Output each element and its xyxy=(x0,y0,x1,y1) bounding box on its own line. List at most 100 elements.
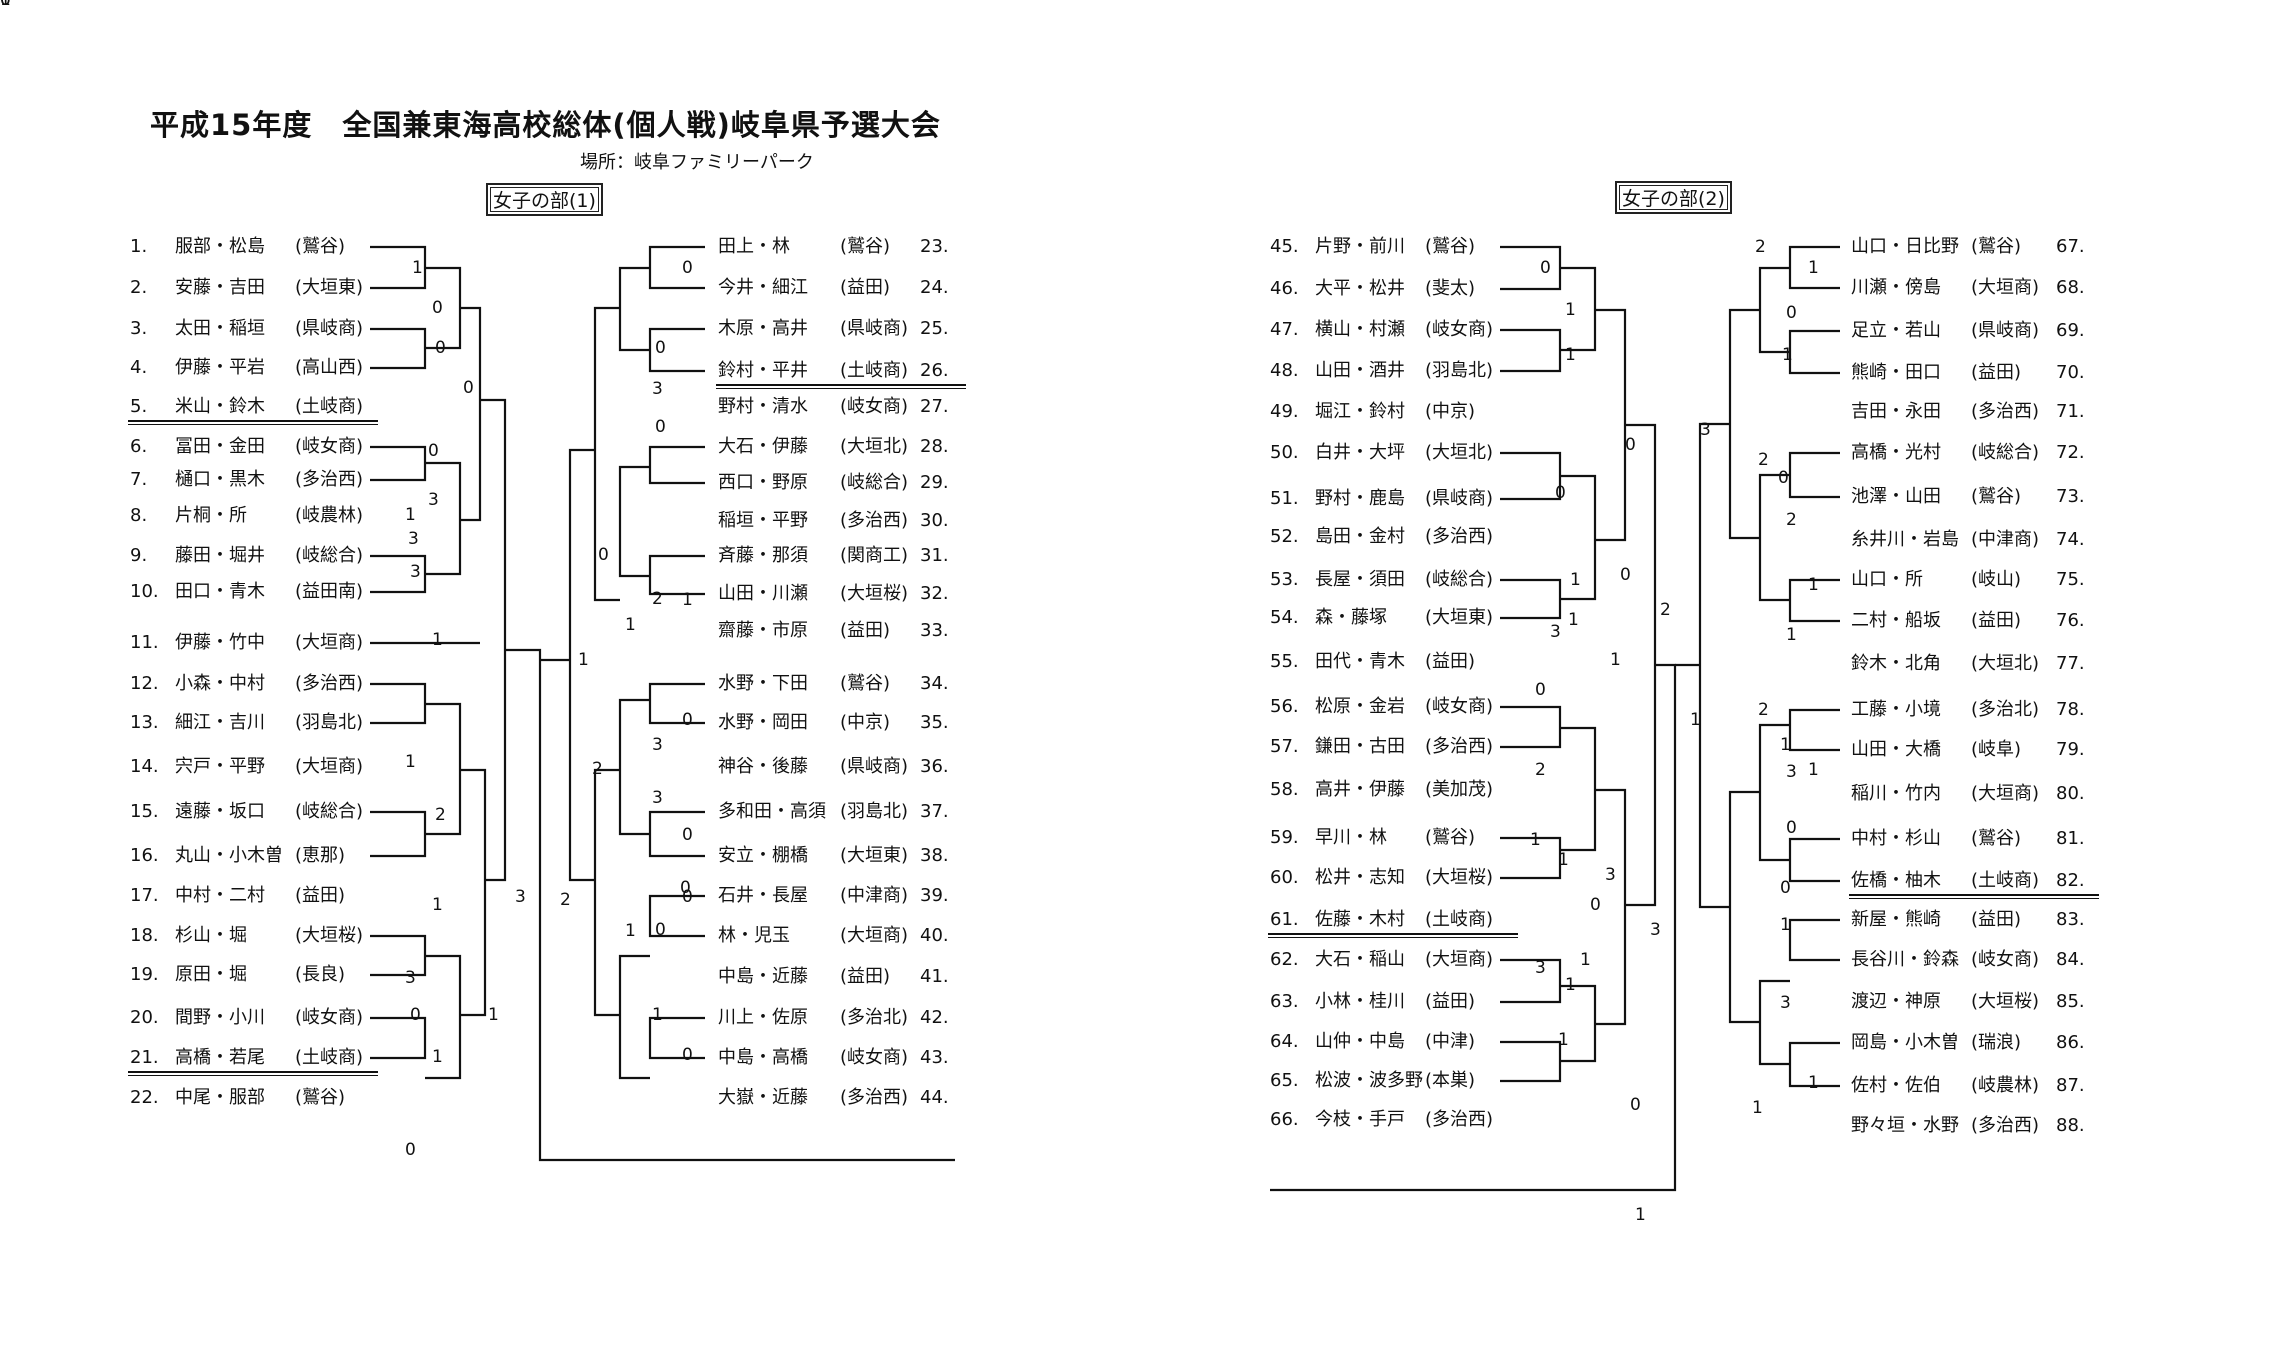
bracket-connector xyxy=(1595,308,1627,542)
entry-school: (多治北) xyxy=(840,1007,909,1028)
entry-no: 65. xyxy=(1270,1070,1299,1091)
entry-school: (大垣商) xyxy=(1971,277,2040,298)
match-score: 0 xyxy=(1555,483,1566,503)
bracket-connector xyxy=(1500,958,1562,1004)
entry-school: (岐阜) xyxy=(1971,739,2022,760)
entry-school: (益田) xyxy=(295,885,346,906)
match-score: 1 xyxy=(1780,915,1791,935)
entry-73: 池澤・山田(鷲谷)73. xyxy=(1849,485,2099,509)
entry-school: (大垣東) xyxy=(840,845,909,866)
entry-no: 76. xyxy=(2056,610,2085,631)
entry-no: 68. xyxy=(2056,277,2085,298)
entry-names: 宍戸・平野 xyxy=(175,756,265,777)
entry-23: 田上・林(鷲谷)23. xyxy=(716,235,966,259)
entry-names: 田口・青木 xyxy=(175,581,265,602)
entry-no: 4. xyxy=(130,357,148,378)
entry-13: 13.細江・吉川(羽島北) xyxy=(128,711,378,735)
match-score: 0 xyxy=(1540,258,1551,278)
entry-school: (益田) xyxy=(1971,610,2022,631)
entry-names: 鈴木・北角 xyxy=(1851,653,1941,674)
entry-64: 64.山仲・中島(中津) xyxy=(1268,1030,1518,1054)
entry-30: 稲垣・平野(多治西)30. xyxy=(716,509,966,533)
entry-school: (岐総合) xyxy=(1425,569,1494,590)
entry-names: 安藤・吉田 xyxy=(175,277,265,298)
entry-no: 79. xyxy=(2056,739,2085,760)
entry-school: (県岐商) xyxy=(840,318,909,339)
entry-school: (土岐商) xyxy=(295,396,364,417)
entry-no: 78. xyxy=(2056,699,2085,720)
bracket-connector xyxy=(460,306,482,522)
entry-names: 伊藤・竹中 xyxy=(175,632,265,653)
entry-34: 水野・下田(鷲谷)34. xyxy=(716,672,966,696)
entry-school: (益田) xyxy=(840,620,891,641)
entry-no: 6. xyxy=(130,436,148,457)
entry-no: 88. xyxy=(2056,1115,2085,1136)
entry-names: 細江・吉川 xyxy=(175,712,265,733)
match-score: 1 xyxy=(1690,710,1701,730)
match-score: 0 xyxy=(680,878,691,898)
entry-names: 渡辺・神原 xyxy=(1851,991,1941,1012)
entry-66: 66.今枝・手戸(多治西) xyxy=(1268,1108,1518,1132)
bracket-connector xyxy=(618,698,650,836)
entry-school: (土岐商) xyxy=(1425,909,1494,930)
entry-65: 65.松波・波多野(本巣) xyxy=(1268,1069,1518,1093)
entry-38: 安立・棚橋(大垣東)38. xyxy=(716,844,966,868)
entry-names: 松井・志知 xyxy=(1315,867,1405,888)
entry-no: 81. xyxy=(2056,828,2085,849)
match-score: 1 xyxy=(625,921,636,941)
entry-no: 3. xyxy=(130,318,148,339)
entry-1: 1.服部・松島(鷲谷) xyxy=(128,235,378,259)
bracket-connector xyxy=(1698,422,1730,909)
entry-names: 野々垣・水野 xyxy=(1851,1115,1959,1136)
entry-names: 山口・日比野 xyxy=(1851,236,1959,257)
match-score: 3 xyxy=(652,735,663,755)
entry-no: 21. xyxy=(130,1047,159,1068)
entry-no: 20. xyxy=(130,1007,159,1028)
page-title: 平成15年度 全国兼東海高校総体(個人戦)岐阜県予選大会 xyxy=(150,108,941,142)
entry-43: 中島・高橋(岐女商)43. xyxy=(716,1046,966,1070)
entry-no: 50. xyxy=(1270,442,1299,463)
entry-school: (大垣商) xyxy=(840,925,909,946)
match-score: 1 xyxy=(625,615,636,635)
entry-no: 69. xyxy=(2056,320,2085,341)
match-score: 1 xyxy=(1580,950,1591,970)
bracket-connector xyxy=(618,266,650,352)
entry-no: 26. xyxy=(920,360,949,381)
entry-25: 木原・高井(県岐商)25. xyxy=(716,317,966,341)
match-score: 0 xyxy=(0,0,11,10)
entry-school: (大垣商) xyxy=(295,632,364,653)
match-score: 1 xyxy=(432,630,443,650)
bracket-connector xyxy=(648,682,705,725)
entry-names: 藤田・堀井 xyxy=(175,545,265,566)
entry-names: 白井・大坪 xyxy=(1315,442,1405,463)
entry-names: 小林・桂川 xyxy=(1315,991,1405,1012)
entry-83: 新屋・熊崎(益田)83. xyxy=(1849,908,2099,932)
entry-no: 73. xyxy=(2056,486,2085,507)
entry-names: 服部・松島 xyxy=(175,236,265,257)
entry-55: 55.田代・青木(益田) xyxy=(1268,650,1518,674)
entry-no: 85. xyxy=(2056,991,2085,1012)
bracket-connector xyxy=(1788,837,1840,883)
bracket-connector xyxy=(1270,663,1677,1192)
entry-names: 長谷川・鈴森 xyxy=(1851,949,1959,970)
match-score: 1 xyxy=(1808,575,1819,595)
entry-school: (大垣東) xyxy=(1425,607,1494,628)
entry-20: 20.間野・小川(岐女商) xyxy=(128,1006,378,1030)
match-score: 1 xyxy=(1635,1205,1646,1225)
entry-50: 50.白井・大坪(大垣北) xyxy=(1268,441,1518,465)
match-score: 1 xyxy=(1530,830,1541,850)
entry-47: 47.横山・村瀬(岐女商) xyxy=(1268,318,1518,342)
entry-no: 16. xyxy=(130,845,159,866)
entry-school: (長良) xyxy=(295,964,346,985)
entry-80: 稲川・竹内(大垣商)80. xyxy=(1849,782,2099,806)
entry-names: 樋口・黒木 xyxy=(175,469,265,490)
entry-names: 大石・稲山 xyxy=(1315,949,1405,970)
entry-names: 工藤・小境 xyxy=(1851,699,1941,720)
match-score: 3 xyxy=(428,490,439,510)
entry-54: 54.森・藤塚(大垣東) xyxy=(1268,606,1518,630)
entry-76: 二村・船坂(益田)76. xyxy=(1849,609,2099,633)
entry-school: (中津商) xyxy=(1971,529,2040,550)
entry-names: 長屋・須田 xyxy=(1315,569,1405,590)
entry-school: (岐山) xyxy=(1971,569,2022,590)
bracket-connector xyxy=(648,894,705,938)
